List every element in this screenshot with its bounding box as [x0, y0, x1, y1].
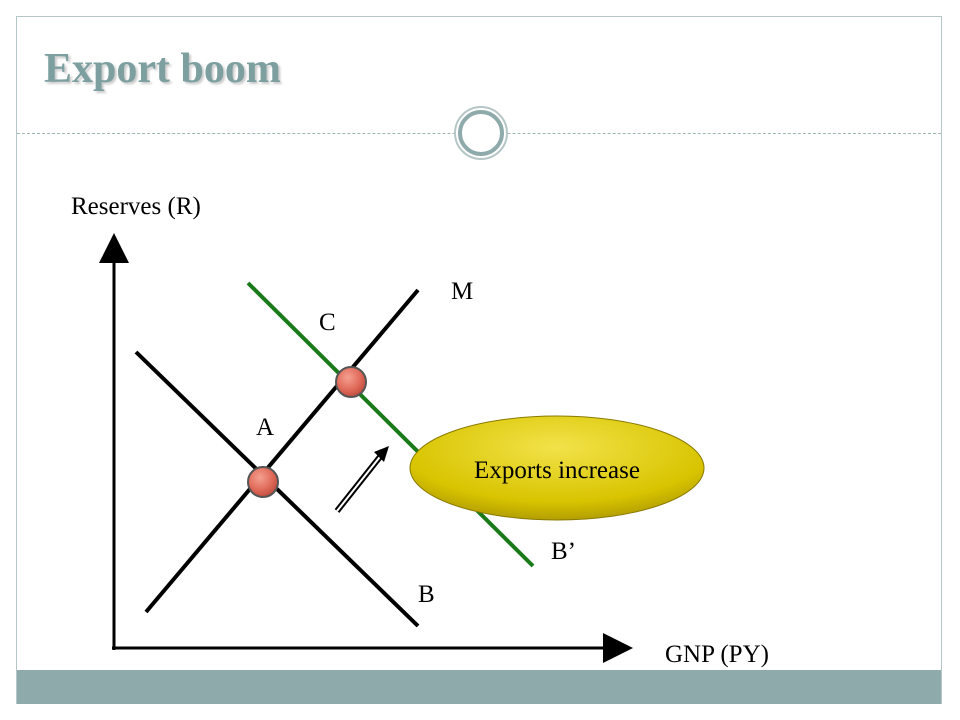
- curve-label-m: M: [451, 278, 473, 305]
- x-axis-label: GNP (PY): [665, 641, 769, 668]
- curve-label-b: B: [418, 581, 435, 608]
- y-axis-label: Reserves (R): [71, 193, 201, 220]
- balance-curve-b-shifted: [246, 281, 535, 568]
- shift-arrow: [334, 446, 389, 513]
- slide-title: Export boom: [44, 46, 281, 92]
- point-label-a: A: [256, 414, 274, 441]
- callout-text: Exports increase: [474, 457, 640, 484]
- footer-band: [17, 670, 941, 704]
- money-curve-m: [144, 288, 420, 614]
- point-label-c: C: [319, 309, 336, 336]
- equilibrium-marker-a: [247, 466, 279, 498]
- ring-ornament: [454, 106, 508, 160]
- curve-label-b-shifted: B’: [551, 538, 576, 565]
- equilibrium-marker-c: [335, 366, 367, 398]
- exports-increase-callout: Exports increase: [409, 415, 705, 521]
